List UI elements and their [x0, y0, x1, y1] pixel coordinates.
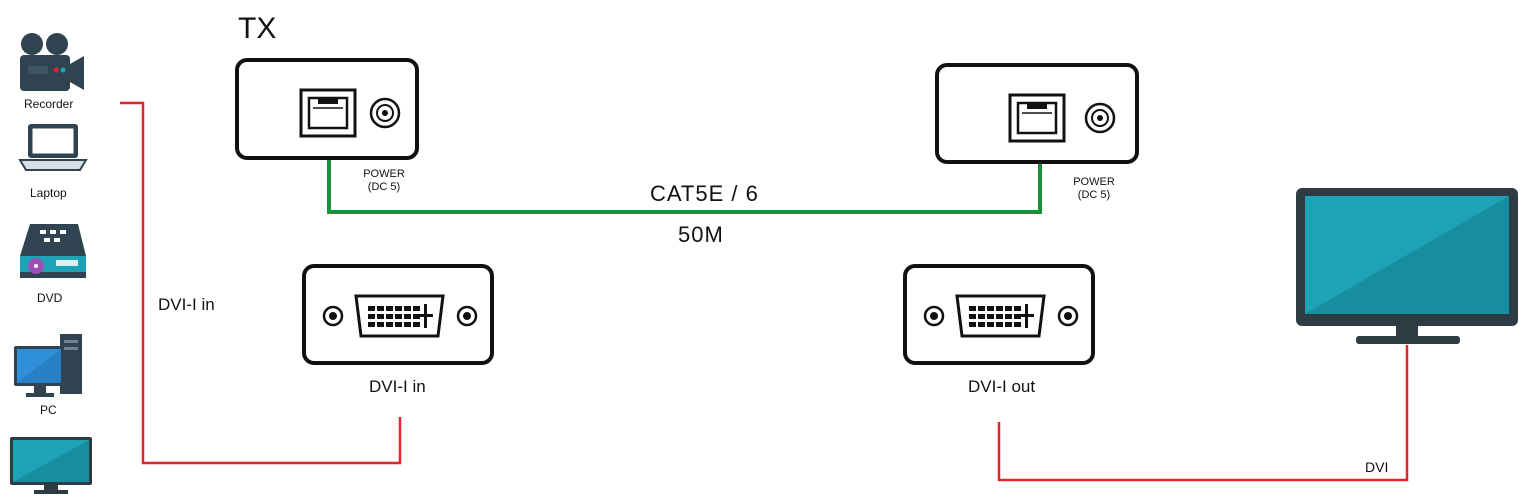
dvi-input-cable — [120, 101, 402, 465]
tx-dvi-label: DVI-I in — [369, 377, 426, 396]
dvd-player-icon — [20, 224, 86, 278]
rx-power-jack-icon — [1084, 102, 1116, 134]
tx-network-unit — [235, 58, 419, 160]
source-label-dvd: DVD — [37, 291, 63, 305]
rx-rj45-port-icon — [1008, 93, 1066, 143]
rx-dvi-port-icon — [955, 294, 1046, 338]
tx-power-label: POWER (DC 5) — [356, 168, 412, 194]
rx-dvi-screw-right-icon — [1057, 305, 1079, 327]
tx-dvi-screw-left-icon — [322, 305, 344, 327]
tx-power-jack-icon — [369, 97, 401, 129]
tx-dvi-screw-right-icon — [456, 305, 478, 327]
tx-title: TX — [238, 12, 277, 45]
tx-power-label-line2: (DC 5) — [367, 181, 401, 193]
video-camera-icon — [20, 33, 84, 91]
rx-dvi-unit — [903, 264, 1095, 365]
rx-power-label-line2: (DC 5) — [1077, 189, 1111, 201]
source-label-recorder: Recorder — [24, 97, 74, 111]
monitor-icon — [10, 437, 92, 494]
output-line-label: DVI — [1365, 459, 1389, 475]
rx-network-unit — [935, 63, 1139, 164]
tx-dvi-port-icon — [354, 294, 445, 338]
input-line-label: DVI-I in — [158, 295, 215, 314]
cable-length-label: 50M — [678, 222, 724, 247]
rx-dvi-label: DVI-I out — [968, 377, 1036, 396]
laptop-icon — [18, 124, 88, 171]
dvi-output-cable — [997, 345, 1409, 482]
tx-power-label-line1: POWER — [363, 168, 405, 180]
tx-rj45-port-icon — [299, 88, 357, 138]
output-display-icon — [1296, 188, 1518, 344]
rx-power-label: POWER (DC 5) — [1066, 176, 1122, 202]
desktop-pc-icon — [14, 334, 82, 397]
cat-cable — [327, 148, 1042, 214]
cable-type-label: CAT5E / 6 — [650, 181, 759, 206]
rx-power-label-line1: POWER — [1073, 176, 1115, 188]
source-label-pc: PC — [40, 403, 57, 417]
rx-dvi-screw-left-icon — [923, 305, 945, 327]
tx-dvi-unit — [302, 264, 494, 365]
source-label-laptop: Laptop — [30, 186, 67, 200]
